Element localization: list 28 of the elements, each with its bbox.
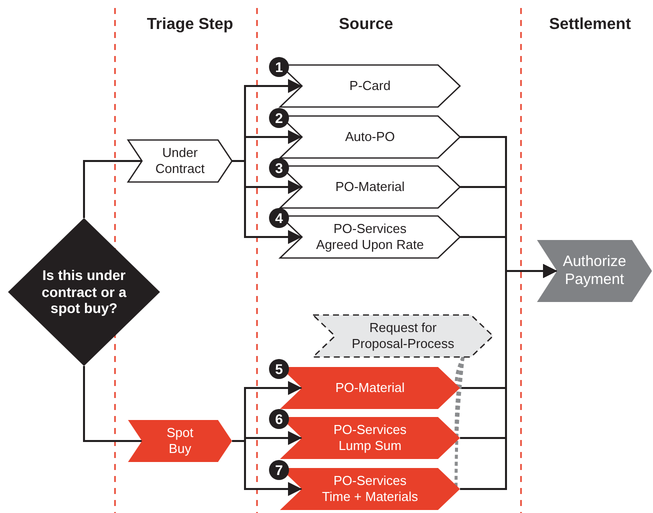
node-label: Under Contract [154,145,206,177]
node-label: PO-Services Agreed Upon Rate [315,221,425,253]
step-number-badge: 4 [269,208,289,228]
node-label: PO-Material [335,179,405,195]
column-heading: Settlement [549,16,631,34]
node-label: PO-Services Time + Materials [321,473,419,505]
step-number-badge: 6 [269,409,289,429]
step-number-badge: 7 [269,460,289,480]
node-label: Request for Proposal-Process [350,320,456,352]
step-number-badge: 2 [269,108,289,128]
decision-diamond [8,218,160,366]
node-label: Authorize Payment [562,253,628,289]
process-step [128,420,232,462]
node-label: PO-Material [335,380,405,396]
node-label: Spot Buy [166,425,194,457]
node-label: PO-Services Lump Sum [332,422,408,454]
step-number-badge: 1 [269,57,289,77]
optional-process-step [313,315,493,357]
node-label: Is this under contract or a spot buy? [40,266,128,318]
step-number-badge: 3 [269,158,289,178]
column-heading: Triage Step [146,16,234,34]
node-label: P-Card [349,78,391,94]
column-heading: Source [338,16,394,34]
node-label: Auto-PO [345,129,395,145]
process-step [128,140,232,182]
arrow [460,264,557,490]
settlement-step [537,240,652,302]
step-number-badge: 5 [269,359,289,379]
